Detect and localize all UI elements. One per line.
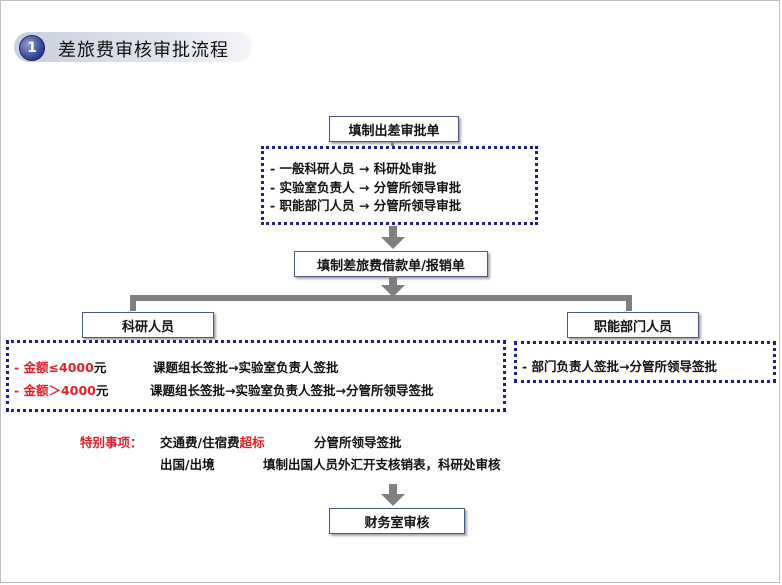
- admin-rules-box: [514, 341, 776, 383]
- research-rule-flow: 课题组长签批→实验室负责人签批: [153, 360, 339, 375]
- rule-prefix: -: [14, 360, 24, 375]
- special-item-1-action: 分管所领导签批: [314, 435, 402, 450]
- special-item-1-overlimit: 超标: [239, 435, 265, 450]
- approval-rule: - 职能部门人员 → 分管所领导审批: [270, 198, 462, 213]
- research-staff-box: 科研人员: [82, 312, 214, 338]
- amount-threshold: 金额＞4000: [23, 383, 96, 398]
- connector-line: [391, 141, 394, 146]
- down-arrow-icon: [380, 484, 406, 512]
- research-rule-row: - 金额＞4000元: [14, 380, 108, 399]
- approval-rule: - 实验室负责人 → 分管所领导审批: [270, 180, 462, 195]
- research-rule-flow: 课题组长签批→实验室负责人签批→分管所领导签批: [150, 383, 434, 398]
- admin-rule: - 部门负责人签批→分管所领导签批: [522, 359, 718, 374]
- fill-expense-claim-form-label: 填制差旅费借款单/报销单: [317, 258, 465, 274]
- branch-left-leg: [130, 295, 136, 311]
- research-rules-box: [6, 340, 506, 412]
- approval-rule: - 一般科研人员 → 科研处审批: [270, 161, 437, 176]
- admin-staff-box: 职能部门人员: [567, 312, 699, 338]
- page-title: 差旅费审核审批流程: [58, 40, 229, 61]
- research-staff-label: 科研人员: [121, 319, 174, 335]
- down-arrow-icon: [380, 276, 406, 304]
- special-item-2-subject: 出国/出境: [160, 457, 215, 472]
- approval-rules-box: [261, 146, 538, 225]
- finance-review-box: 财务室审核: [329, 508, 465, 534]
- rule-prefix: -: [14, 383, 24, 398]
- branch-bar: [130, 295, 632, 301]
- finance-review-label: 财务室审核: [364, 515, 430, 531]
- amount-threshold: 金额≤4000: [23, 360, 94, 375]
- special-items-heading: 特别事项：: [80, 435, 143, 450]
- amount-unit: 元: [95, 383, 109, 398]
- fill-travel-approval-form-label: 填制出差审批单: [348, 123, 440, 139]
- admin-staff-label: 职能部门人员: [593, 319, 672, 335]
- amount-unit: 元: [93, 360, 107, 375]
- special-item-1-subject: 交通费/住宿费: [160, 435, 240, 450]
- special-item-2-action: 填制出国人员外汇开支核销表，科研处审核: [263, 457, 501, 472]
- fill-expense-claim-form-box: 填制差旅费借款单/报销单: [294, 251, 488, 277]
- research-rule-row: - 金额≤4000元: [14, 357, 106, 376]
- down-arrow-icon: [380, 226, 406, 254]
- fill-travel-approval-form-box: 填制出差审批单: [329, 116, 459, 142]
- special-item-1: 交通费/住宿费超标: [160, 432, 265, 451]
- step-number-badge: 1: [19, 35, 45, 61]
- title-banner: [14, 32, 252, 62]
- branch-right-leg: [626, 295, 632, 311]
